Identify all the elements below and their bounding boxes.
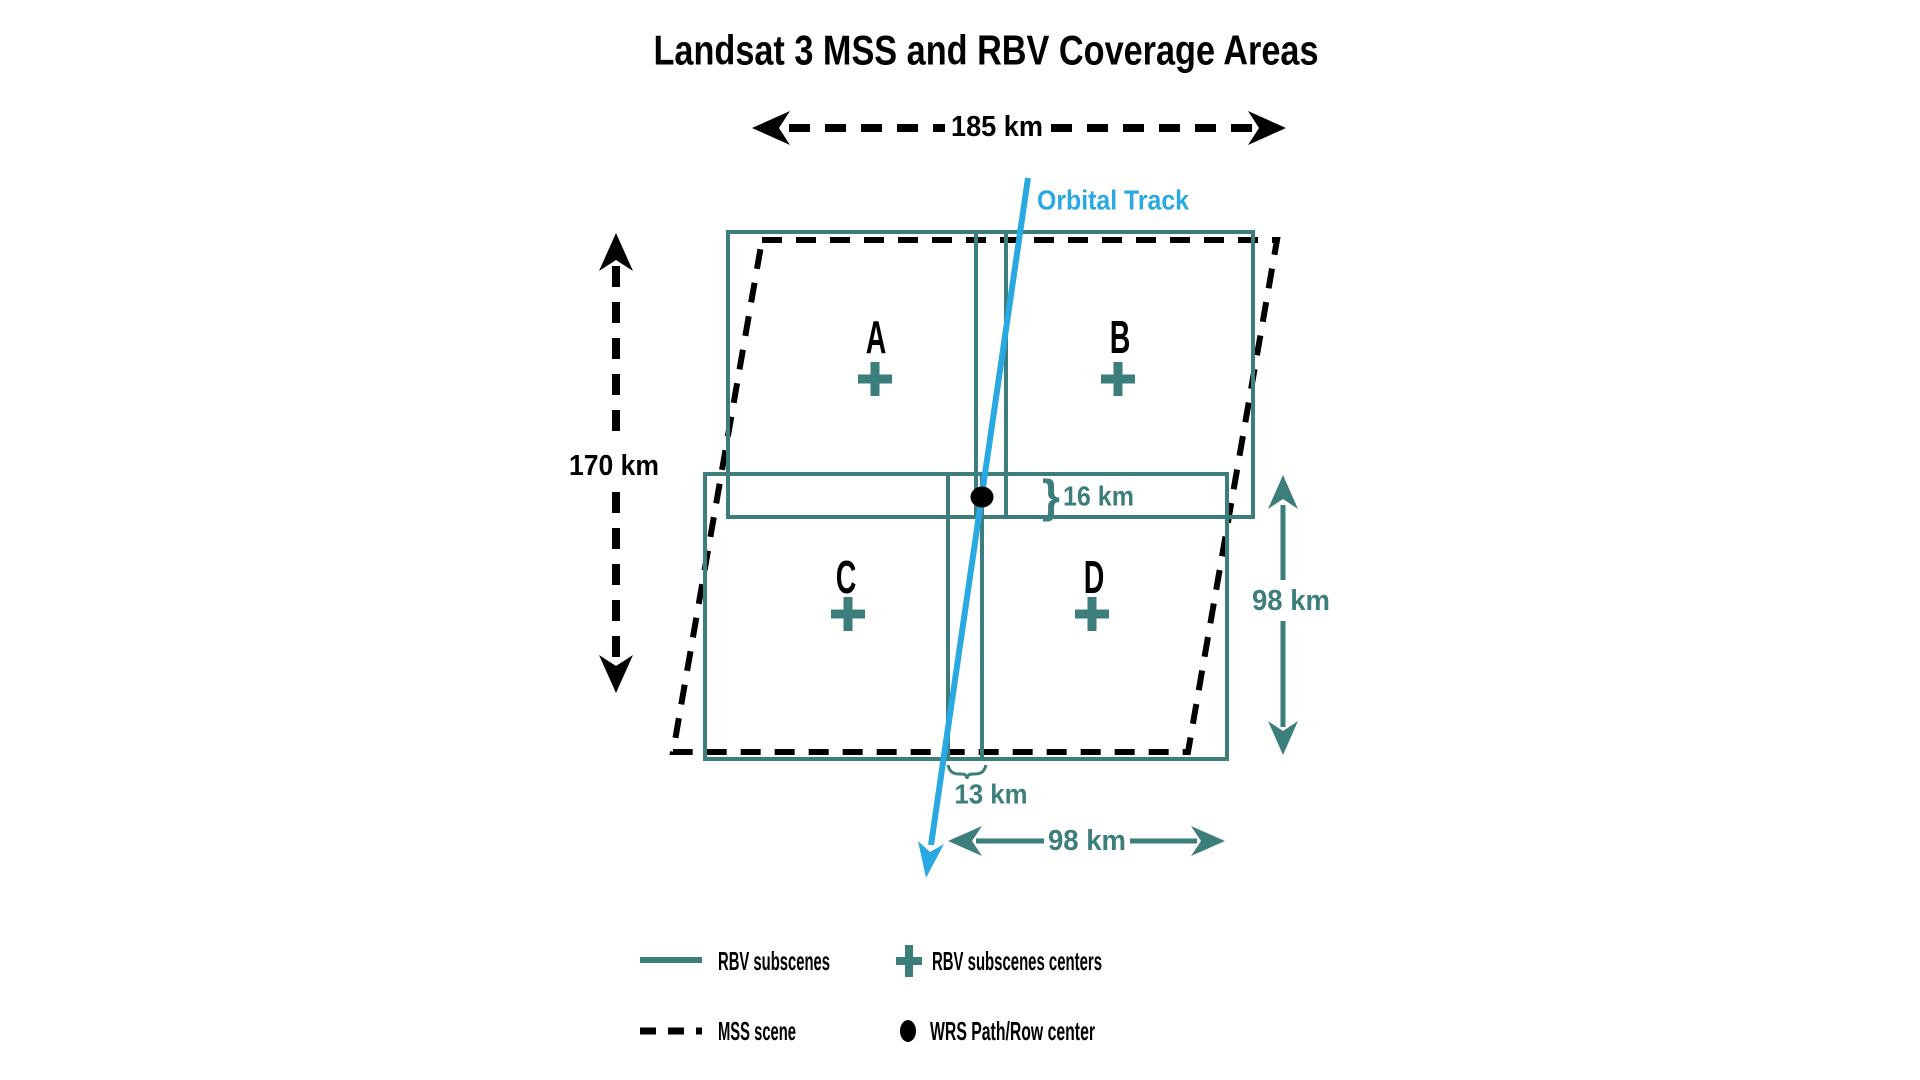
rbv-center-cross-a-icon [858, 362, 892, 396]
rbv-subscene-outlines [703, 230, 1255, 761]
rbv-center-cross-b-icon [1101, 362, 1135, 396]
subscene-letter-d: D [1084, 552, 1105, 604]
subscene-letter-a-text: A [866, 312, 887, 364]
orbital-track: Orbital Track [918, 177, 1189, 878]
rbv-center-cross-d-icon [1075, 597, 1109, 631]
rbv-subscene-c-outline [703, 472, 984, 761]
rbv-subscene-b-outline [974, 230, 1255, 519]
teal-arrowhead-down-icon [1268, 721, 1298, 755]
subscene-letter-a: A [866, 312, 887, 364]
teal-arrowhead-right-icon [1191, 826, 1225, 856]
orbital-track-arrowhead-icon [918, 841, 944, 878]
rbv-subscene-a-outline [726, 230, 1008, 519]
subscene-letter-b-text: B [1110, 312, 1131, 364]
subscene-height-label: 98 km [1252, 585, 1330, 617]
subscene-letter-b: B [1110, 312, 1131, 364]
strip-annotation: } 16 km [1042, 470, 1134, 522]
orbital-track-line [928, 177, 1031, 846]
arrowhead-up-icon [599, 233, 633, 271]
sidelap-brace-icon [946, 764, 988, 780]
wrs-center-dot [970, 486, 994, 508]
arrowhead-left-icon [752, 111, 790, 145]
rbv-center-cross-c-icon [831, 597, 865, 631]
legend-rbv-subscenes-label: RBV subscenes [718, 946, 830, 976]
mss-width-arrow: 185 km [752, 111, 1286, 145]
subscene-width-label: 98 km [1048, 825, 1126, 857]
arrowhead-down-icon [599, 655, 633, 693]
strip-brace-icon: } [1042, 470, 1060, 522]
sidelap-label: 13 km [955, 779, 1028, 810]
legend-rbv-centers-cross-icon [896, 945, 922, 977]
legend-wrs-dot-icon [900, 1020, 916, 1042]
mss-height-label: 170 km [569, 450, 659, 482]
legend: RBV subscenes RBV subscenes centers MSS … [640, 945, 1102, 1046]
legend-rbv-centers-label: RBV subscenes centers [932, 946, 1102, 976]
rbv-subscene-d-outline [946, 472, 1229, 761]
subscene-letter-c-text: C [836, 552, 857, 604]
subscene-width-arrow: 98 km [948, 825, 1225, 857]
subscene-height-arrow: 98 km [1252, 475, 1330, 755]
legend-mss-scene-label: MSS scene [718, 1016, 796, 1046]
teal-arrowhead-up-icon [1268, 475, 1298, 509]
mss-width-label: 185 km [951, 111, 1043, 143]
mss-height-arrow: 170 km [569, 233, 659, 693]
teal-arrowhead-left-icon [948, 826, 982, 856]
legend-wrs-center-label: WRS Path/Row center [930, 1016, 1095, 1046]
arrowhead-right-icon [1248, 111, 1286, 145]
rbv-center-crosses [831, 362, 1135, 631]
orbital-track-label: Orbital Track [1037, 185, 1189, 216]
subscene-letter-c: C [836, 552, 857, 604]
subscene-letter-d-text: D [1084, 552, 1105, 604]
page-title: Landsat 3 MSS and RBV Coverage Areas [654, 27, 1319, 74]
sidelap-annotation: 13 km [946, 764, 1028, 810]
mss-scene-outline [669, 237, 1281, 755]
strip-height-label: 16 km [1063, 481, 1134, 512]
